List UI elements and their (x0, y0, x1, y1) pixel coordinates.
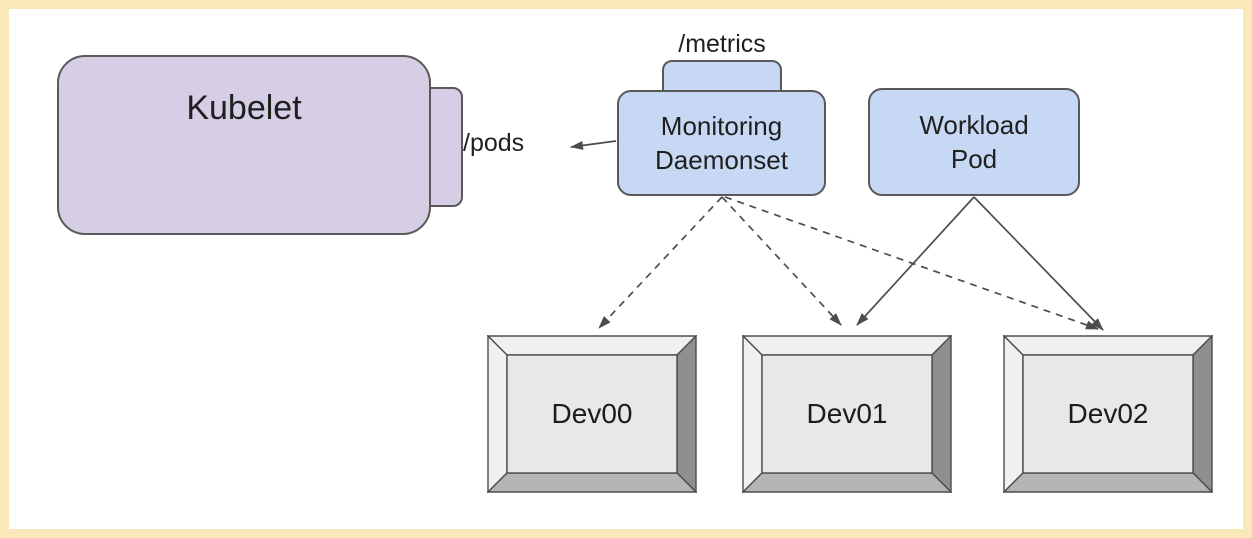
workload-pod-node: Workload Pod (868, 88, 1080, 196)
device-frame-graphic (1003, 335, 1213, 493)
kubelet-node: Kubelet (57, 55, 431, 235)
metrics-endpoint-label: /metrics (678, 30, 766, 58)
pods-endpoint-label: /pods (463, 129, 525, 157)
edge-workload_pod-to-dev01 (856, 196, 975, 326)
dev00-label: Dev00 (551, 398, 633, 429)
edge-workload_pod-to-dev02 (973, 196, 1104, 331)
edge-monitoring_daemonset-to-dev01 (721, 196, 842, 326)
kubelet-label: Kubelet (186, 89, 302, 127)
monitoring-daemonset-node: Monitoring Daemonset (617, 90, 826, 196)
monitoring-daemonset-label: Monitoring Daemonset (655, 111, 788, 175)
device-frame-graphic (742, 335, 952, 493)
device-frame-graphic (487, 335, 697, 493)
dev01-label: Dev01 (806, 398, 888, 429)
workload-pod-label: Workload Pod (919, 110, 1029, 174)
edge-monitoring_daemonset-to-kubelet (570, 140, 617, 150)
edge-monitoring_daemonset-to-dev02 (724, 196, 1099, 330)
edge-monitoring_daemonset-to-dev00 (598, 196, 723, 329)
device-dev02: Dev02 (1003, 335, 1213, 493)
dev02-label: Dev02 (1067, 398, 1149, 429)
device-dev00: Dev00 (487, 335, 697, 493)
device-dev01: Dev01 (742, 335, 952, 493)
